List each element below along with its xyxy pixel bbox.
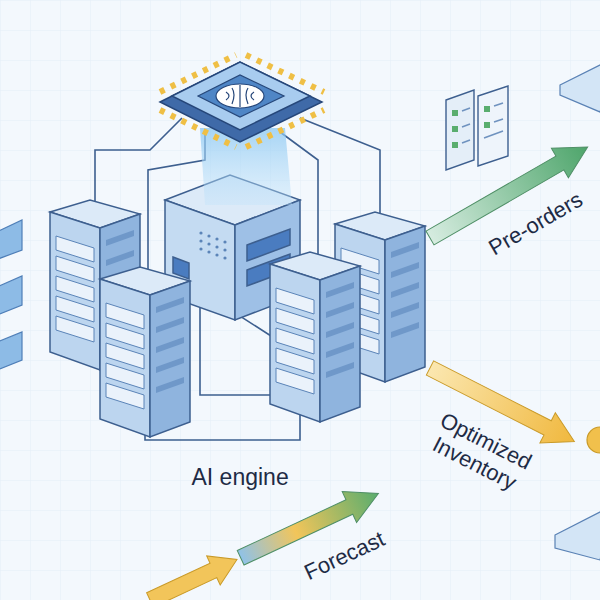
server-rack (100, 267, 190, 437)
data-wires (95, 118, 380, 440)
ai-chip (160, 55, 324, 147)
flow-label: Pre-orders (485, 187, 587, 260)
right-platforms (555, 65, 600, 560)
edge-tiles (0, 220, 22, 373)
flow-label: Optimized Inventory (406, 398, 553, 505)
server-rack (270, 252, 360, 422)
forecast-arrow (143, 478, 386, 600)
flow-label: Forecast (301, 527, 389, 585)
order-documents (446, 86, 508, 170)
engine-label: AI engine (192, 465, 289, 491)
